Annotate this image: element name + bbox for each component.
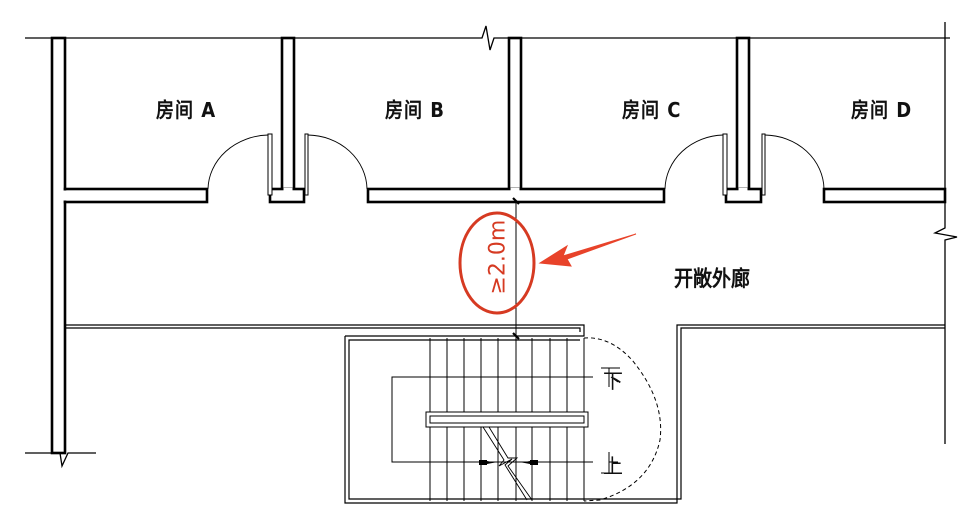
stair-door-swing-arc [583, 337, 662, 502]
room-label-a: 房间 A [156, 98, 217, 123]
dimension-label: ≥2.0m [485, 219, 511, 295]
stair-walk-line [391, 376, 593, 463]
top-boundary-line [25, 25, 950, 51]
front-wall-d [822, 187, 947, 204]
partition-wall-ab [280, 36, 296, 192]
room-label-c: 房间 C [622, 98, 682, 123]
door-swing-arc-b [307, 134, 368, 190]
room-label-b: 房间 B [385, 98, 445, 123]
stair-arrow-right [530, 460, 538, 465]
room-label-d: 房间 D [851, 98, 913, 123]
highlight-ellipse [458, 211, 536, 315]
corridor-railing-right [344, 324, 945, 504]
stair-down-mark [601, 367, 620, 387]
front-wall-a [63, 187, 209, 204]
door-swing-arc-d [764, 134, 825, 190]
door-leaf-a [267, 133, 273, 196]
stair-arrow-left [479, 460, 487, 465]
left-wall [50, 36, 67, 455]
stair-up-label: 上 [603, 454, 624, 478]
stair-up-mark [601, 452, 620, 474]
stair-break-line [482, 426, 533, 501]
door-swing-arc-a [207, 134, 269, 190]
stair-handrail-inner [429, 415, 585, 424]
door-leaf-d [761, 133, 766, 196]
right-boundary-line [932, 22, 958, 444]
stair-down-label: 下 [603, 369, 624, 393]
door-leaf-b [304, 133, 309, 196]
corridor-railing-left [65, 324, 585, 337]
partition-wall-bc [507, 36, 523, 192]
partition-wall-cd [735, 36, 751, 192]
door-swing-arc-c [664, 134, 724, 190]
corridor-label: 开敞外廊 [674, 266, 751, 292]
door-leaf-c [722, 133, 728, 196]
highlight-arrow [538, 233, 637, 267]
